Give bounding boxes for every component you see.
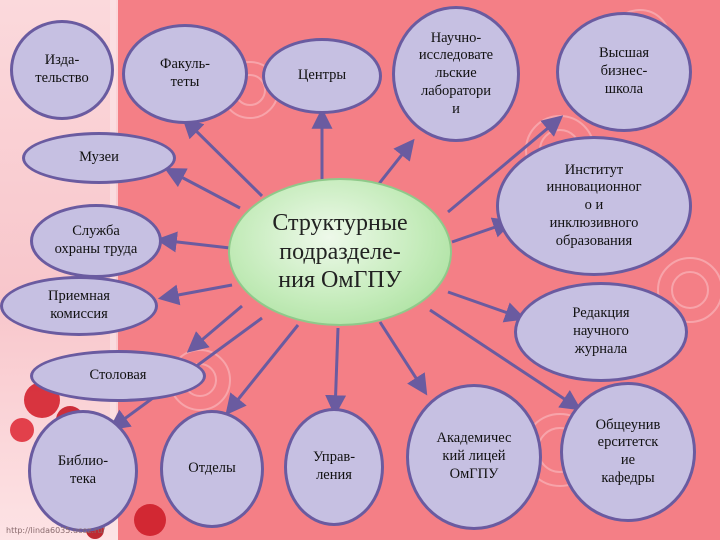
arrow-to-journal [447,290,526,323]
arrow-to-lyceum [378,321,428,396]
node-centers: Центры [262,38,382,114]
arrow-to-labor-safety [155,231,231,253]
arrow-to-faculties [182,117,264,198]
arrow-to-administrations [325,327,347,417]
node-administrations: Управ- ления [284,408,384,526]
node-canteen: Столовая [30,350,206,402]
node-institute: Институт инновационног о и инклюзивного … [496,136,692,276]
node-labor-safety: Служба охраны труда [30,204,162,278]
node-journal: Редакция научного журнала [514,282,688,382]
watermark-url: http://linda6035.ucoz.ru/ [6,526,106,535]
node-faculties: Факуль- теты [122,24,248,124]
node-admissions: Приемная комиссия [0,276,158,336]
node-academic-lyceum: Академичес кий лицей ОмГПУ [406,384,542,530]
node-business-school: Высшая бизнес- школа [556,12,692,132]
node-university-chairs: Общеунив ерситетск ие кафедры [560,382,696,522]
arrow-to-chairs [429,308,582,411]
node-museums: Музеи [22,132,176,184]
arrow-to-admissions [157,283,233,306]
node-publishing: Изда- тельство [10,20,114,120]
arrow-to-departments [225,324,300,416]
center-node-structural-units: Структурные подразделе- ния ОмГПУ [228,178,452,326]
arrow-to-labs [376,138,415,186]
arrow-to-business-school [447,115,564,214]
arrow-to-canteen [186,304,243,353]
arrow-to-museums [164,168,241,210]
node-departments: Отделы [160,410,264,528]
node-research-labs: Научно- исследовате льские лаборатори и [392,6,520,142]
node-library: Библио- тека [28,410,138,532]
